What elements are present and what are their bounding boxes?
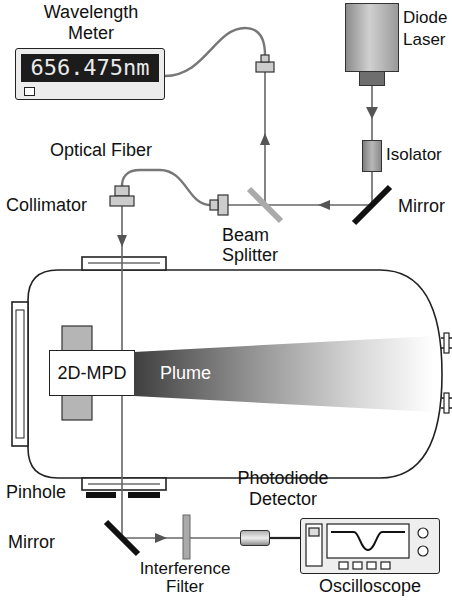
part-label: Collimator (6, 195, 87, 216)
isolator-body (362, 140, 382, 172)
bottom-window-flange (82, 478, 166, 490)
part-label: Interference Filter (130, 560, 240, 596)
oscilloscope-knob (418, 528, 428, 538)
device-label: Oscilloscope (300, 576, 440, 597)
optical-fiber (165, 28, 265, 76)
pipe-flange (444, 393, 449, 413)
optical-fiber (122, 170, 210, 205)
pinhole-plate (86, 492, 116, 498)
chamber-end-flange (12, 302, 28, 446)
oscilloscope-detail (367, 562, 376, 569)
part-label: Mirror (8, 532, 55, 553)
part-label: Optical Fiber (50, 140, 152, 161)
device-label: Isolator (386, 144, 442, 165)
beam-splitter-symbol (249, 189, 281, 221)
wavelength-meter: Wavelength Meter 656.475nm (12, 0, 170, 104)
device-label: 2D-MPD (57, 363, 126, 384)
vacuum-chamber (28, 270, 442, 478)
beam-arrow (260, 133, 270, 145)
thruster-box: 2D-MPD (49, 350, 135, 396)
fiber-coupler (210, 200, 218, 210)
plume-region: Plume (134, 336, 434, 412)
oscilloscope-body (300, 518, 440, 574)
thruster-electrode (62, 394, 92, 420)
device-label: Photodiode Detector (228, 468, 338, 510)
interference-filter-symbol (183, 515, 190, 559)
laser-beam (122, 537, 240, 539)
oscilloscope-detail (306, 524, 322, 566)
beam-arrow (318, 200, 330, 210)
oscilloscope: Oscilloscope (300, 518, 442, 598)
oscilloscope-detail (309, 528, 319, 536)
device-label: Wavelength Meter (36, 2, 146, 44)
laser-body (345, 3, 399, 72)
top-window-flange (82, 257, 166, 270)
region-label: Plume (160, 363, 211, 384)
thruster-electrode (62, 326, 92, 352)
collimator-symbol (110, 196, 134, 206)
isolator: Isolator (362, 138, 448, 174)
part-label: Beam Splitter (222, 225, 284, 265)
connector (270, 537, 300, 539)
fiber-coupler (218, 195, 228, 215)
mirror-symbol (106, 522, 138, 554)
diode-laser: Diode Laser (345, 3, 450, 89)
device-label: Diode Laser (403, 7, 449, 51)
beam-arrow (155, 533, 167, 543)
pipe-flange (444, 333, 449, 353)
beam-arrow (117, 235, 127, 247)
chamber-end-flange-inner (16, 310, 24, 438)
bottom-window-line (88, 484, 160, 485)
part-label: Pinhole (6, 482, 66, 503)
fiber-coupler (256, 62, 274, 72)
top-window-line (88, 263, 160, 264)
laser-beam (371, 172, 373, 205)
connector (371, 86, 373, 140)
oscilloscope-detail (327, 524, 409, 558)
oscilloscope-knob (418, 546, 428, 556)
wavelength-readout: 656.475nm (21, 54, 159, 82)
mirror-symbol (354, 187, 390, 223)
meter-button (24, 87, 35, 96)
part-label: Mirror (398, 196, 445, 217)
oscilloscope-face (301, 519, 437, 571)
oscilloscope-detail (381, 562, 390, 569)
oscilloscope-detail (353, 562, 362, 569)
laser-aperture (359, 71, 385, 86)
photodiode-body (240, 530, 270, 546)
fiber-coupler (261, 55, 269, 62)
collimator-symbol (115, 186, 129, 196)
oscilloscope-detail (339, 562, 348, 569)
pinhole-plate (128, 492, 160, 498)
waveform-trace (331, 532, 405, 550)
laser-beam (228, 204, 372, 206)
plume-fill (134, 336, 434, 412)
